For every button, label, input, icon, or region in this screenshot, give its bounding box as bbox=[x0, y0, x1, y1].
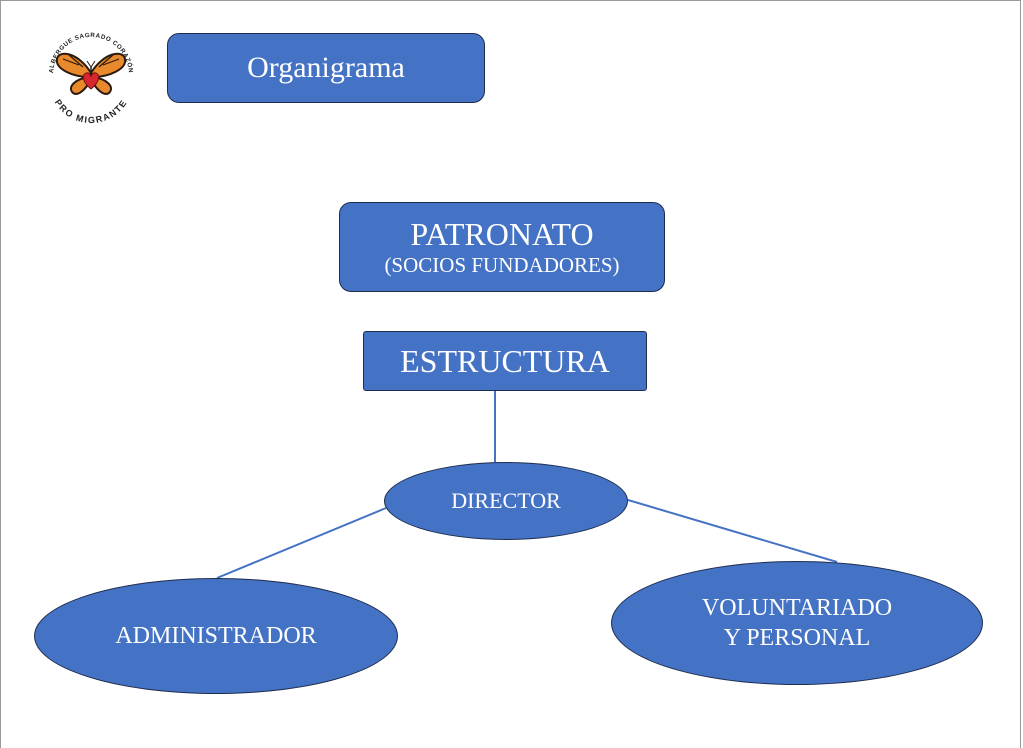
node-patronato-sublabel: (SOCIOS FUNDADORES) bbox=[384, 253, 620, 277]
connector-director-administrador bbox=[216, 507, 387, 579]
node-patronato-label: PATRONATO bbox=[410, 216, 594, 252]
logo-arc-bottom-text: PRO MIGRANTE bbox=[53, 97, 128, 125]
svg-text:PRO MIGRANTE: PRO MIGRANTE bbox=[53, 97, 129, 125]
connector-director-voluntariado bbox=[627, 499, 838, 563]
node-administrador: ADMINISTRADOR bbox=[34, 578, 398, 694]
node-voluntariado-line2: Y PERSONAL bbox=[723, 625, 871, 651]
node-voluntariado: VOLUNTARIADO Y PERSONAL bbox=[611, 561, 983, 685]
page-title: Organigrama bbox=[167, 33, 485, 103]
butterfly-heart-icon bbox=[55, 52, 127, 95]
node-voluntariado-line1: VOLUNTARIADO bbox=[701, 595, 893, 621]
node-director: DIRECTOR bbox=[384, 462, 628, 540]
node-estructura: ESTRUCTURA bbox=[363, 331, 647, 391]
logo: ALBERGUE SAGRADO CORAZÓN PRO MIGRANTE bbox=[39, 15, 143, 127]
node-patronato: PATRONATO (SOCIOS FUNDADORES) bbox=[339, 202, 665, 292]
